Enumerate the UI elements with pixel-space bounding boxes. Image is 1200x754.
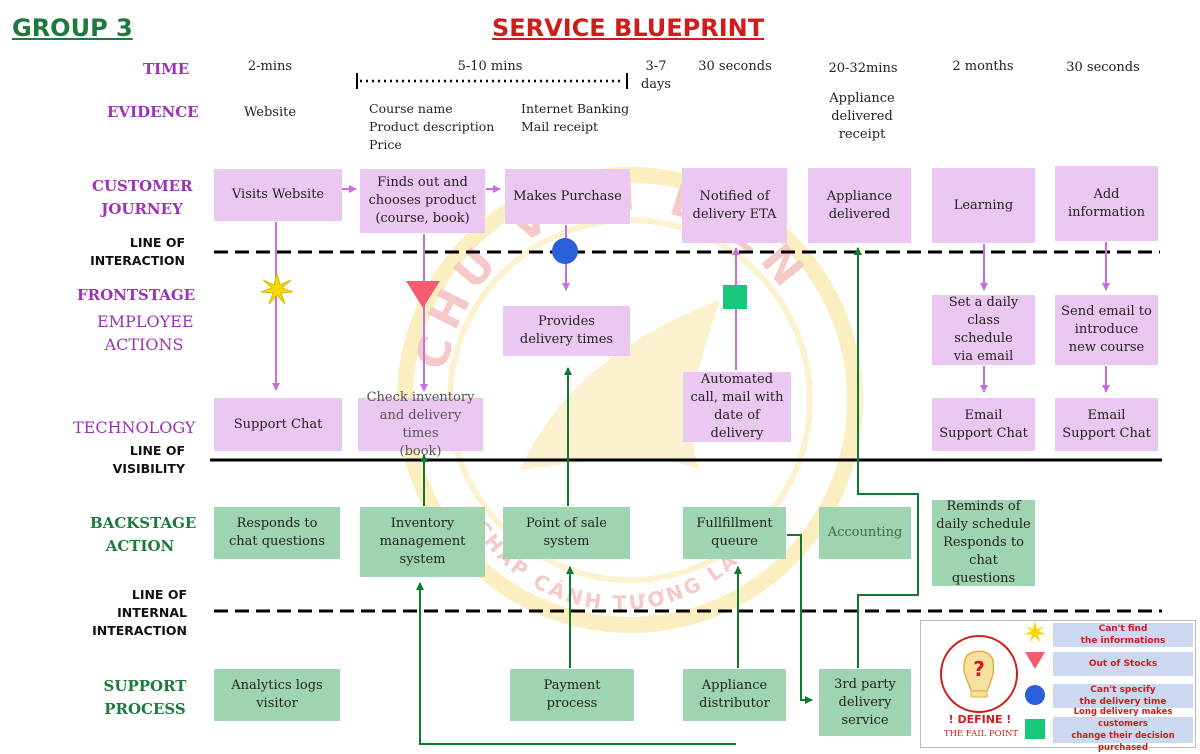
group-title: GROUP 3 [12, 14, 133, 42]
row-label-frontstage: FRONTSTAGE [77, 286, 196, 304]
svg-text:?: ? [973, 657, 985, 681]
customer-visits-website: Visits Website [214, 169, 342, 221]
fail-triangle-icon [406, 281, 440, 308]
row-label-time: TIME [143, 60, 190, 78]
fail-circle-icon [552, 238, 578, 264]
fail-square-icon [723, 285, 747, 309]
time-1: 2-mins [247, 59, 293, 74]
time-4: 30 seconds [698, 59, 772, 74]
legend-icons [1023, 621, 1047, 739]
time-7: 30 seconds [1066, 60, 1140, 75]
time-5: 20-32mins [828, 61, 898, 76]
question-head-icon: ? [940, 635, 1018, 713]
page-title: SERVICE BLUEPRINT [492, 14, 765, 42]
time-2: 5-10 mins [457, 59, 523, 74]
row-label-technology: TECHNOLOGY [73, 418, 196, 437]
row-label-evidence: EVIDENCE [107, 103, 199, 121]
evidence-website: Website [243, 105, 297, 120]
tech-support-chat: Support Chat [214, 398, 342, 451]
legend-subtitle: THE FAIL POINT [943, 729, 1019, 739]
time-range-bracket [356, 73, 628, 89]
customer-makes-purchase: Makes Purchase [505, 169, 630, 224]
legend-title: ! DEFINE ! [948, 713, 1012, 726]
time-6: 2 months [952, 59, 1014, 74]
fail-star-icon [260, 272, 294, 305]
legend-item-2: Out of Stocks [1053, 652, 1193, 676]
customer-learning: Learning [932, 168, 1035, 243]
backstage-accounting: Accounting [819, 507, 911, 559]
